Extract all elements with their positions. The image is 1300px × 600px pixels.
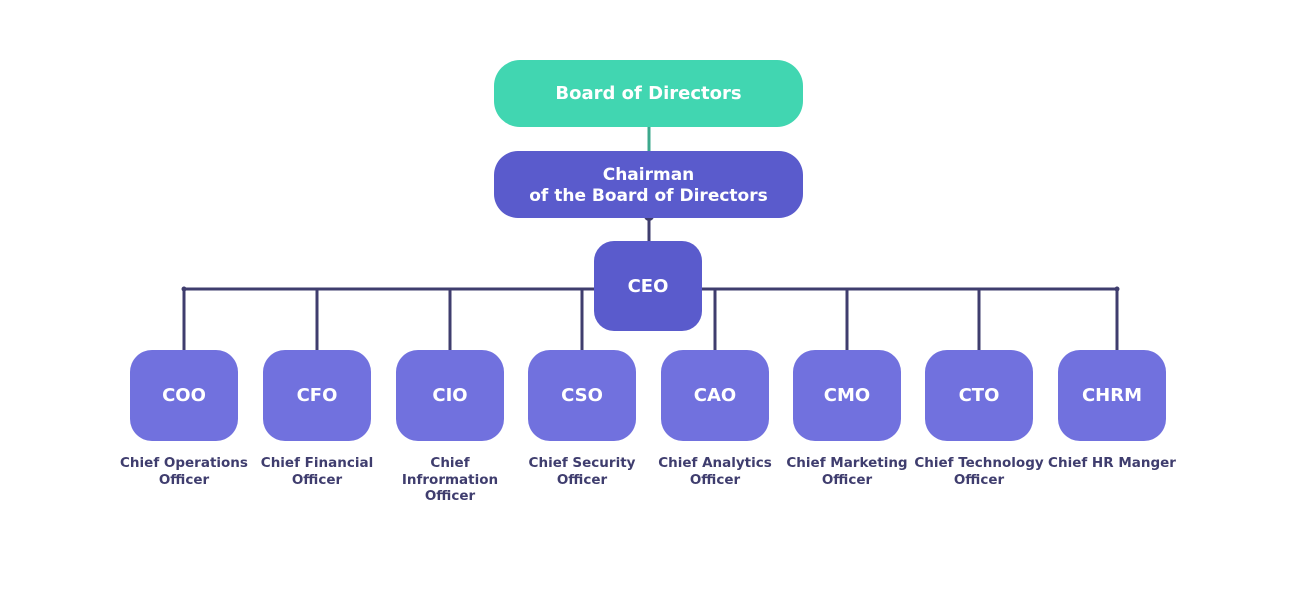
- role-node-cio: CIO: [396, 350, 504, 441]
- role-node-cso: CSO: [528, 350, 636, 441]
- role-abbr: CMO: [823, 385, 871, 406]
- board-of-directors-node: Board of Directors: [494, 60, 803, 127]
- role-abbr: CIO: [432, 385, 468, 406]
- role-node-cmo: CMO: [793, 350, 901, 441]
- ceo-node: CEO: [594, 241, 702, 331]
- role-title-cio: Chief Infrormation Officer: [401, 455, 499, 504]
- role-abbr: CTO: [958, 385, 1000, 406]
- role-abbr: CFO: [296, 385, 338, 406]
- role-node-cao: CAO: [661, 350, 769, 441]
- role-abbr: CAO: [693, 385, 737, 406]
- chairman-label-line2: of the Board of Directors: [529, 185, 768, 206]
- role-node-chrm: CHRM: [1058, 350, 1166, 441]
- role-node-coo: COO: [130, 350, 238, 441]
- role-title-cto: Chief Technology Officer: [914, 455, 1044, 488]
- role-abbr: CSO: [561, 385, 603, 406]
- role-title-cfo: Chief Financial Officer: [260, 455, 374, 488]
- chairman-node: Chairman of the Board of Directors: [494, 151, 803, 218]
- role-connectors: [181, 286, 1120, 352]
- role-abbr: COO: [162, 385, 206, 406]
- role-title-chrm: Chief HR Manger: [1048, 455, 1176, 471]
- ceo-label: CEO: [627, 275, 669, 297]
- role-title-cso: Chief Security Officer: [528, 455, 636, 488]
- role-title-cao: Chief Analytics Officer: [658, 455, 772, 488]
- chairman-label-line1: Chairman: [602, 164, 695, 185]
- role-node-cto: CTO: [925, 350, 1033, 441]
- role-abbr: CHRM: [1081, 385, 1143, 406]
- role-title-cmo: Chief Marketing Officer: [786, 455, 908, 488]
- role-title-coo: Chief Operations Officer: [120, 455, 248, 488]
- role-node-cfo: CFO: [263, 350, 371, 441]
- board-label: Board of Directors: [555, 83, 742, 104]
